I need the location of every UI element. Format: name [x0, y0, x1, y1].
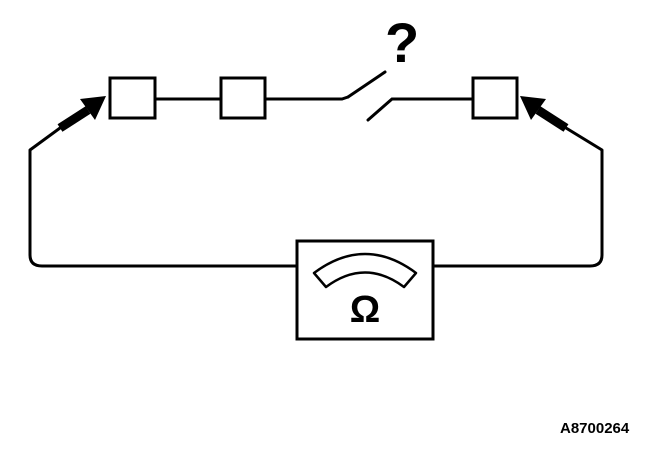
- right-probe-arrow-icon: [520, 96, 546, 120]
- ohmmeter: Ω: [295, 239, 435, 341]
- right-probe-shaft: [535, 106, 569, 132]
- terminals: [108, 76, 519, 120]
- test-leads: [28, 126, 604, 268]
- unknown-question-mark: ?: [385, 11, 419, 74]
- left-probe: [57, 96, 106, 132]
- right-lead-wire: [431, 126, 604, 268]
- left-lead-wire: [28, 126, 299, 268]
- left-probe-shaft: [57, 106, 91, 132]
- left-probe-arrow-icon: [80, 96, 106, 120]
- wire-segment-2: [263, 95, 350, 101]
- figure-code: A8700264: [560, 420, 630, 437]
- switch-contact: [366, 97, 475, 122]
- switch-blade: [346, 70, 387, 99]
- right-probe: [520, 96, 569, 132]
- ohmmeter-unit-symbol: Ω: [350, 289, 380, 331]
- terminal-1: [108, 76, 157, 120]
- ohmmeter-scale-arc-icon: [312, 252, 418, 289]
- terminal-2: [219, 76, 267, 120]
- ohmmeter-body: [295, 239, 435, 341]
- terminal-3: [471, 76, 519, 120]
- circuit-wiring-top: [153, 70, 475, 122]
